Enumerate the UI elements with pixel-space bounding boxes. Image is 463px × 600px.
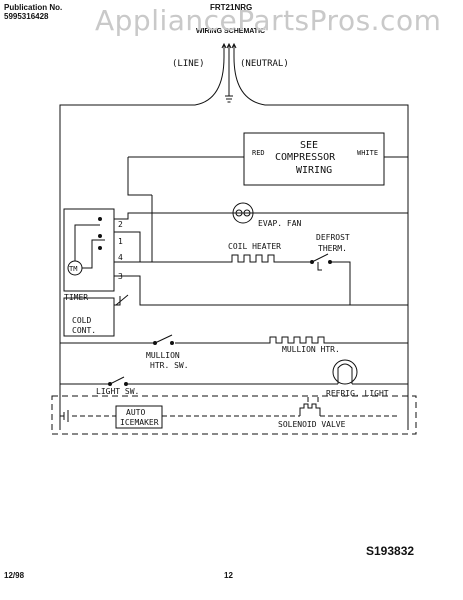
cold-label: COLD <box>72 316 91 325</box>
icemaker-label: ICEMAKER <box>120 418 159 427</box>
diagram-code: S193832 <box>366 544 415 558</box>
wire-white: WHITE <box>357 149 378 157</box>
timer-motor-label: TM <box>69 265 77 273</box>
mullion-htr-label: MULLION HTR. <box>282 345 340 354</box>
htr-sw-label: HTR. SW. <box>150 361 189 370</box>
terminal-2: 2 <box>118 220 123 229</box>
watermark: AppliancePartsPros.com <box>95 4 442 37</box>
cont-label: CONT. <box>72 326 96 335</box>
compressor-name: COMPRESSOR <box>275 152 336 163</box>
terminal-1: 1 <box>118 237 123 246</box>
terminal-3: 3 <box>118 272 123 281</box>
footer-page: 12 <box>224 571 233 580</box>
mullion-switch-label: MULLION <box>146 351 180 360</box>
coil-heater-label: COIL HEATER <box>228 242 281 251</box>
evap-fan-label: EVAP. FAN <box>258 219 302 228</box>
defrost-label: DEFROST <box>316 233 350 242</box>
therm-label: THERM. <box>318 244 347 253</box>
line-label: (LINE) <box>172 59 205 69</box>
light-sw-label: LIGHT SW. <box>96 387 139 396</box>
terminal-4: 4 <box>118 253 123 262</box>
publication-label: Publication No. <box>4 3 63 12</box>
wire-red: RED <box>252 149 265 157</box>
schematic-title: WIRING SCHEMATIC <box>196 28 266 35</box>
timer-label: TIMER <box>64 293 88 302</box>
publication-number: 5995316428 <box>4 12 49 21</box>
refrig-light-label: REFRIG. LIGHT <box>326 389 389 398</box>
compressor-see: SEE <box>300 140 318 151</box>
auto-label: AUTO <box>126 408 145 417</box>
footer-date: 12/98 <box>4 571 25 580</box>
solenoid-valve-label: SOLENOID VALVE <box>278 420 346 429</box>
model-number: FRT21NRG <box>210 3 253 12</box>
compressor-wiring: WIRING <box>296 165 332 176</box>
neutral-label: (NEUTRAL) <box>240 59 289 69</box>
